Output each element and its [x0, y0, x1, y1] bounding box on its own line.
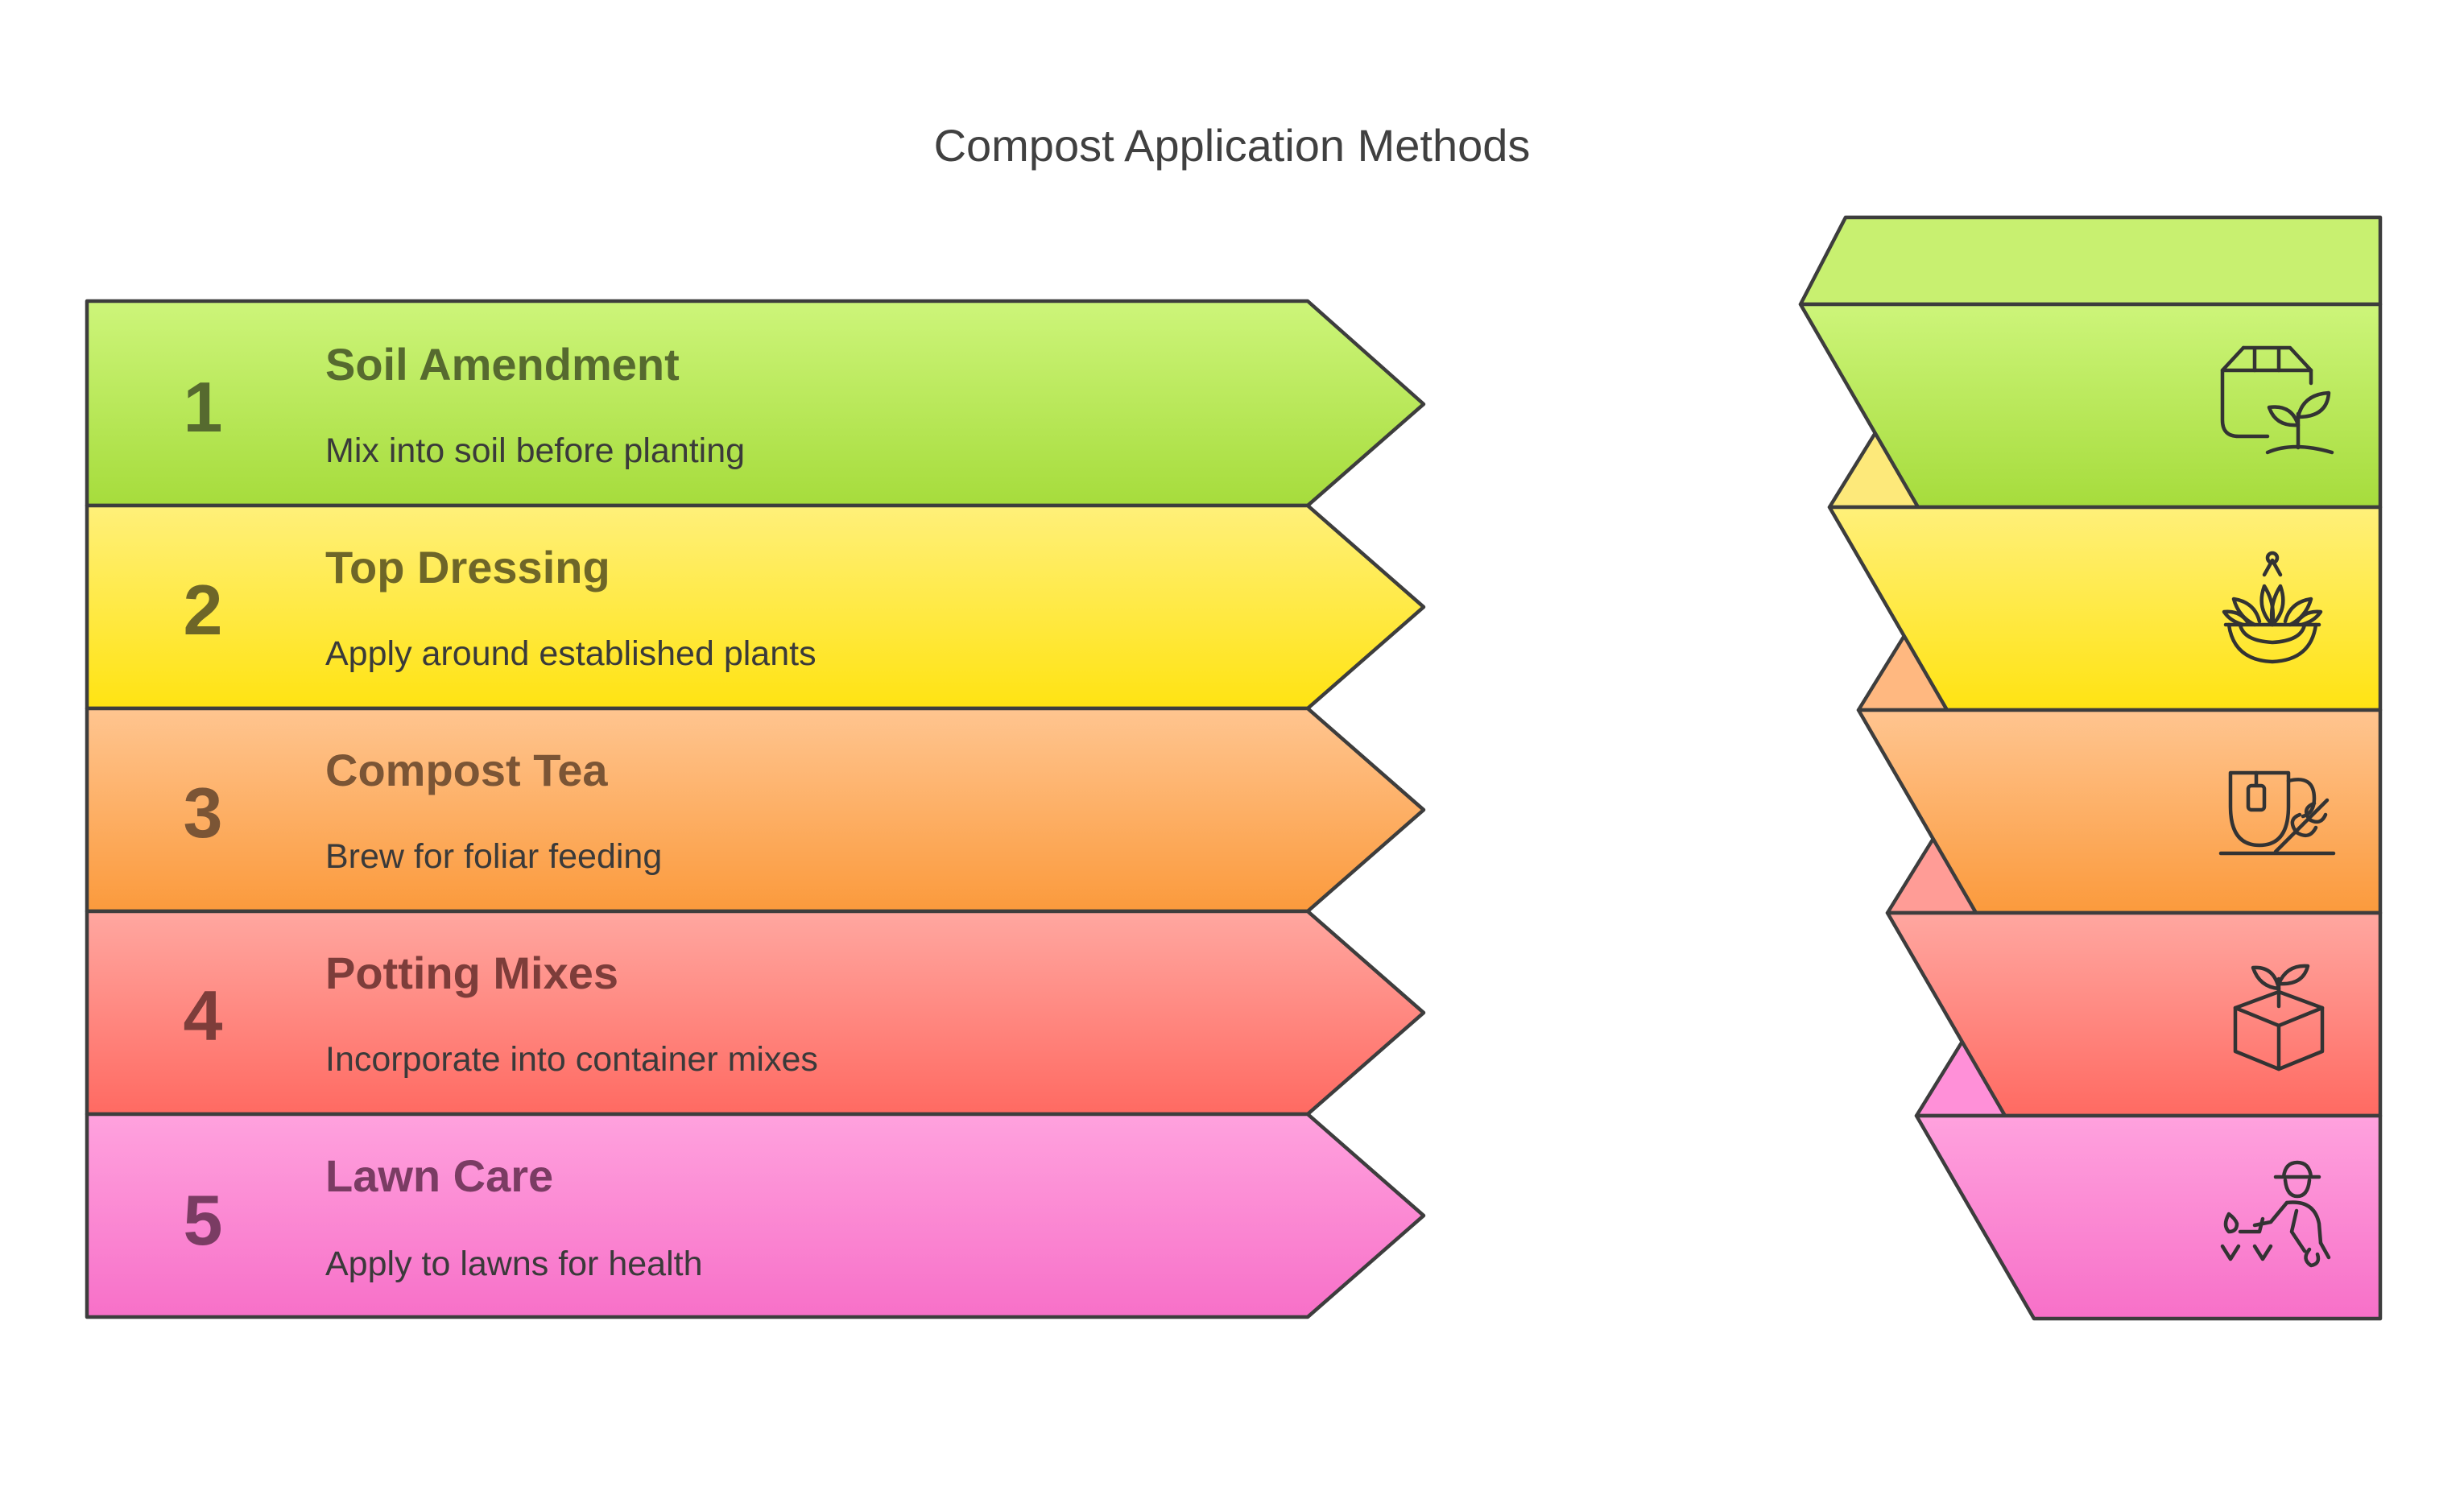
- step-heading-2: Top Dressing: [325, 542, 610, 592]
- step-number-2: 2: [184, 570, 223, 650]
- step-arrow-5: [85, 1112, 1426, 1319]
- step-heading-1: Soil Amendment: [325, 339, 680, 390]
- tea-cup-leaf-icon: [2218, 770, 2336, 856]
- step-heading-3: Compost Tea: [325, 745, 608, 795]
- step-description-5: Apply to lawns for health: [325, 1245, 703, 1283]
- box-sprout-icon: [2233, 964, 2325, 1071]
- potted-plant-icon: [2222, 551, 2323, 664]
- step-number-4: 4: [184, 976, 223, 1055]
- soil-bag-sprout-icon: [2220, 345, 2334, 455]
- step-number-1: 1: [184, 367, 223, 447]
- step-arrow-3: [85, 706, 1426, 914]
- step-number-3: 3: [184, 773, 223, 853]
- step-description-3: Brew for foliar feeding: [325, 837, 662, 876]
- ribbon-cap-1: [1798, 215, 2383, 307]
- ribbon-segment-5: [1914, 1113, 2383, 1321]
- diagram-title: Compost Application Methods: [934, 120, 1531, 171]
- gardener-lawn-icon: [2220, 1160, 2331, 1268]
- step-arrow-1: [85, 299, 1426, 508]
- step-heading-4: Potting Mixes: [325, 948, 618, 998]
- step-arrow-4: [85, 909, 1426, 1117]
- step-heading-5: Lawn Care: [325, 1150, 553, 1201]
- step-description-2: Apply around established plants: [325, 634, 817, 673]
- step-arrow-2: [85, 503, 1426, 711]
- step-number-5: 5: [184, 1180, 223, 1260]
- step-description-4: Incorporate into container mixes: [325, 1040, 818, 1079]
- step-description-1: Mix into soil before planting: [325, 431, 745, 470]
